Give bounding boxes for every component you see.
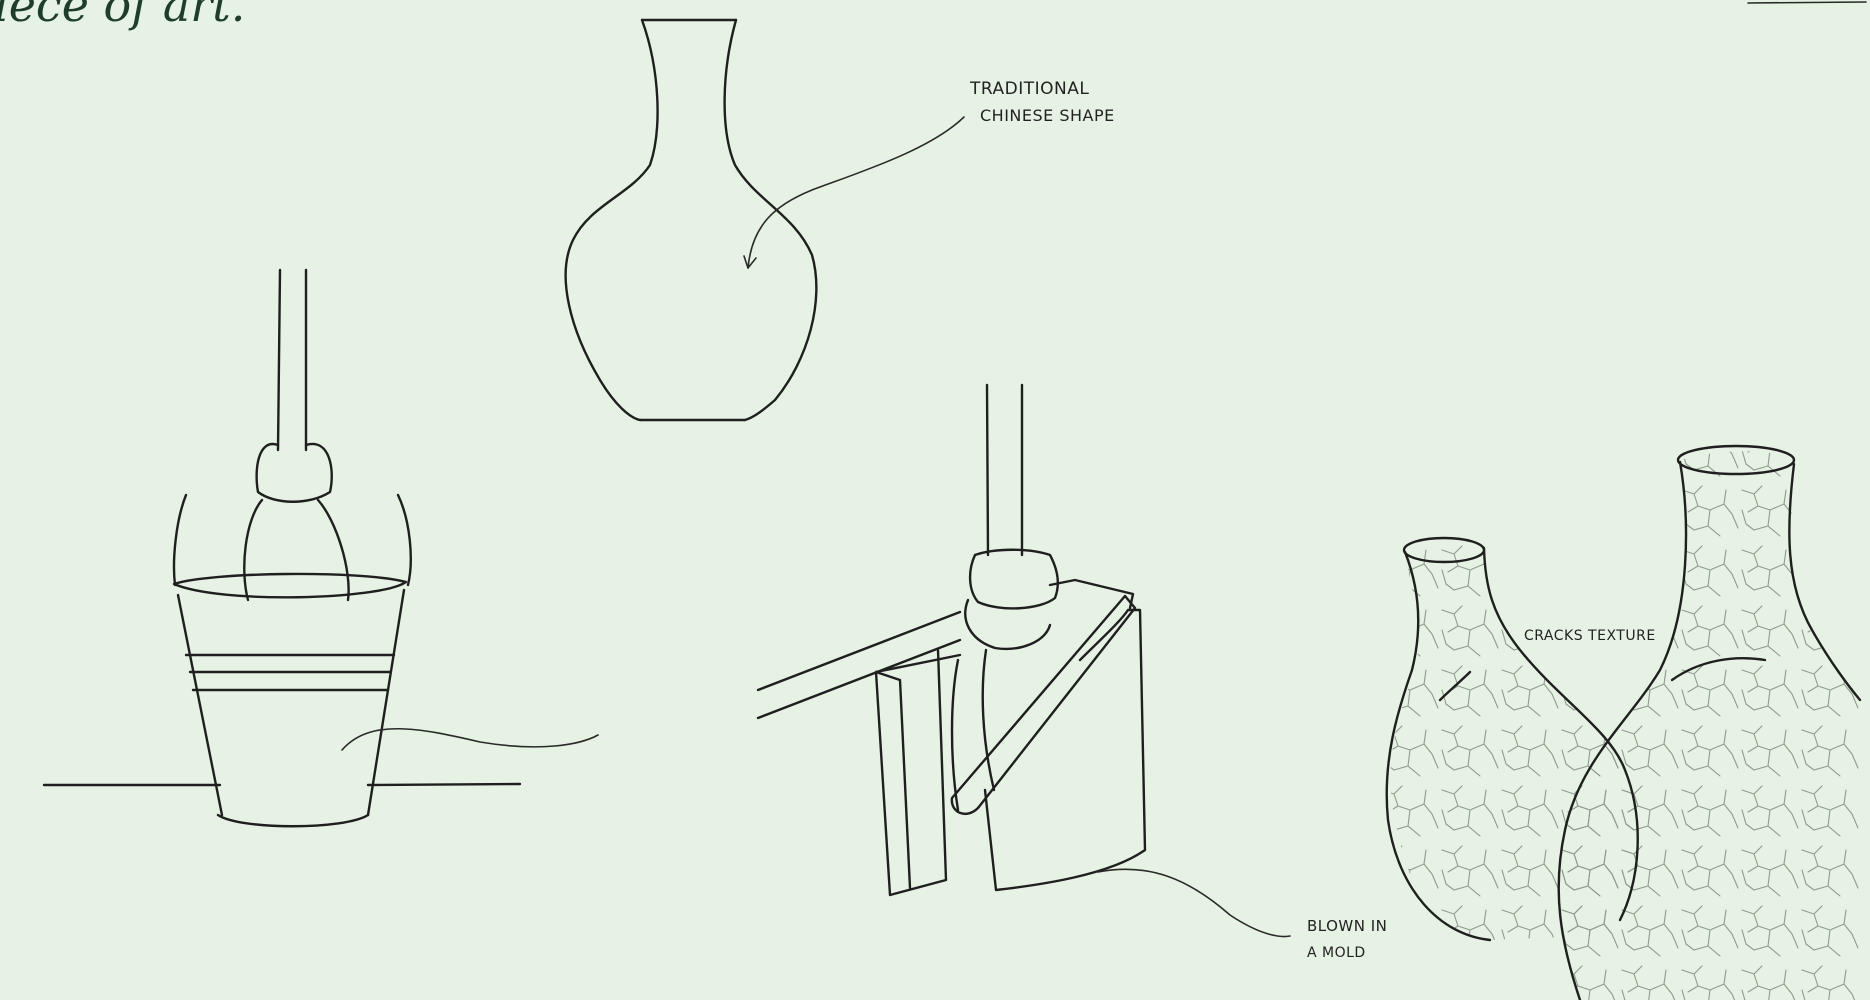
bucket-sketch <box>44 270 598 826</box>
traditional-label-line1: TRADITIONAL <box>969 79 1089 99</box>
mold-sketch: BLOWN IN A MOLD <box>758 385 1387 961</box>
traditional-vase <box>566 20 817 420</box>
cracked-vases: CRACKS TEXTURE <box>1380 440 1870 1000</box>
blown-label-line1: BLOWN IN <box>1307 917 1387 935</box>
traditional-label-line2: CHINESE SHAPE <box>980 106 1115 125</box>
cracks-label: CRACKS TEXTURE <box>1524 628 1656 644</box>
blown-label-line2: A MOLD <box>1307 945 1366 961</box>
corner-stroke <box>1748 2 1866 3</box>
traditional-annotation: TRADITIONAL CHINESE SHAPE <box>744 79 1115 268</box>
